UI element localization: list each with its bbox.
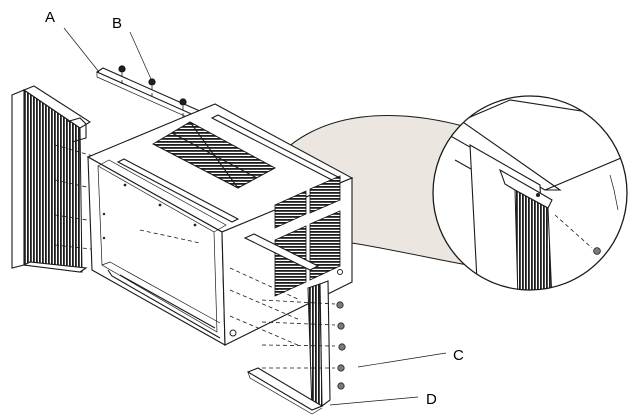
dashed-guides-right [229, 267, 336, 369]
label-a: A [45, 9, 55, 26]
label-b: B [112, 15, 122, 32]
screw-b-1 [118, 65, 126, 86]
screws-c [336, 301, 346, 390]
right-side-panel [243, 233, 331, 415]
screw-c-1 [336, 301, 344, 309]
screw-c-5 [337, 382, 345, 390]
label-c: C [453, 347, 464, 364]
magnifier-detail [432, 95, 628, 291]
leader-a [63, 27, 100, 73]
leader-b [129, 31, 152, 80]
screw-c-4 [337, 364, 345, 372]
leader-lines [63, 27, 447, 406]
screw-c-2 [337, 322, 345, 330]
screw-c-3 [338, 343, 346, 351]
left-side-panel [11, 85, 92, 273]
leader-d [329, 396, 419, 406]
label-d: D [426, 391, 437, 408]
leader-c [357, 352, 447, 368]
screw-b-2 [148, 78, 156, 99]
